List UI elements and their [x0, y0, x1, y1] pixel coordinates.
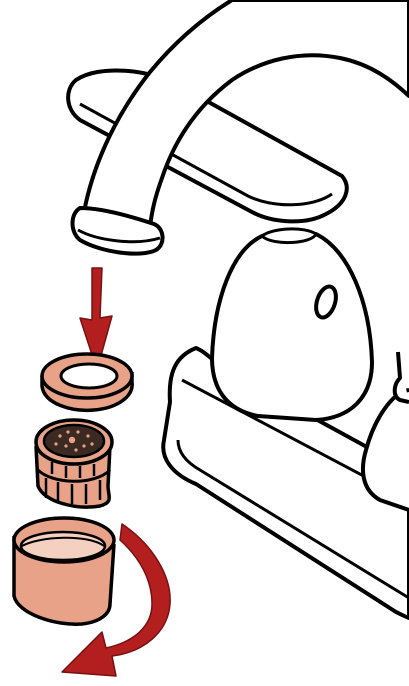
- handle-collar: [262, 229, 316, 243]
- faucet-handle: [212, 229, 372, 420]
- housing-opening: [21, 532, 105, 560]
- washer-hole: [61, 364, 117, 388]
- aerator-housing: [14, 518, 114, 624]
- handle-dome: [212, 234, 372, 420]
- aerator-insert: [36, 420, 112, 507]
- right-handle: [363, 390, 409, 510]
- right-handle-stem: [395, 352, 409, 402]
- washer: [42, 354, 132, 410]
